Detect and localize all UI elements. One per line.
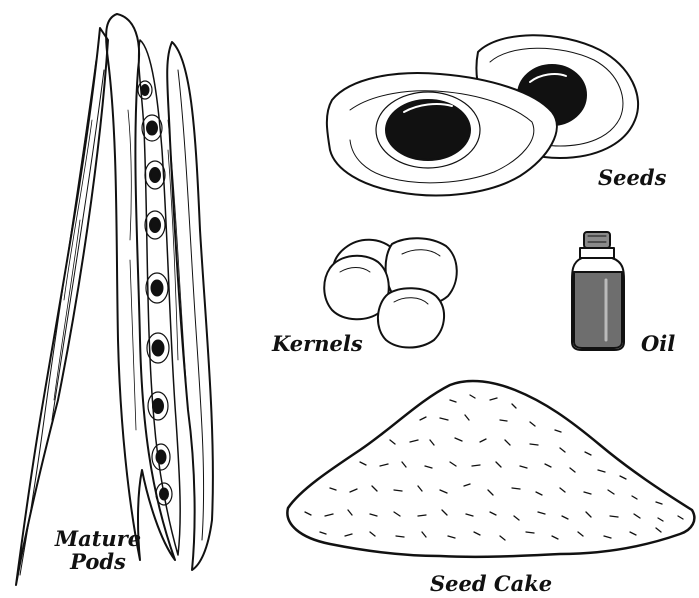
mature-pods-label-line1: Mature: [50, 527, 146, 550]
pod-seed-cavities: [138, 81, 172, 505]
pod-seed: [146, 273, 168, 303]
mature-pods-label: Mature Pods: [50, 527, 146, 573]
seeds-label: Seeds: [598, 166, 666, 189]
left-pod: [16, 28, 108, 585]
pod-seed: [148, 392, 168, 420]
pod-seed: [152, 444, 170, 470]
seed-cake-pile: [287, 381, 694, 557]
oil-label: Oil: [641, 332, 675, 355]
pod-seed: [145, 211, 165, 239]
kernels-label: Kernels: [272, 332, 363, 355]
winged-seeds-icon: [327, 35, 638, 195]
pod-seed: [145, 161, 165, 189]
seed-core-front: [386, 100, 470, 160]
pod-seed: [142, 115, 162, 141]
seed-cake-pile-icon: [287, 381, 694, 557]
pod-seed: [156, 483, 172, 505]
bottle-neck: [580, 248, 614, 258]
bottle-oil: [574, 272, 622, 348]
pod-seed: [138, 81, 152, 99]
seed-cake-label: Seed Cake: [430, 572, 552, 595]
open-pod-outline: [106, 14, 175, 560]
bottle-cork: [584, 232, 610, 248]
open-pod-inner: [139, 40, 181, 555]
kernel: [378, 288, 444, 347]
moringa-pods-icon: [16, 14, 213, 585]
oil-bottle-icon: [572, 232, 624, 350]
mature-pods-label-line2: Pods: [50, 550, 146, 573]
right-pod-valve: [167, 42, 213, 570]
